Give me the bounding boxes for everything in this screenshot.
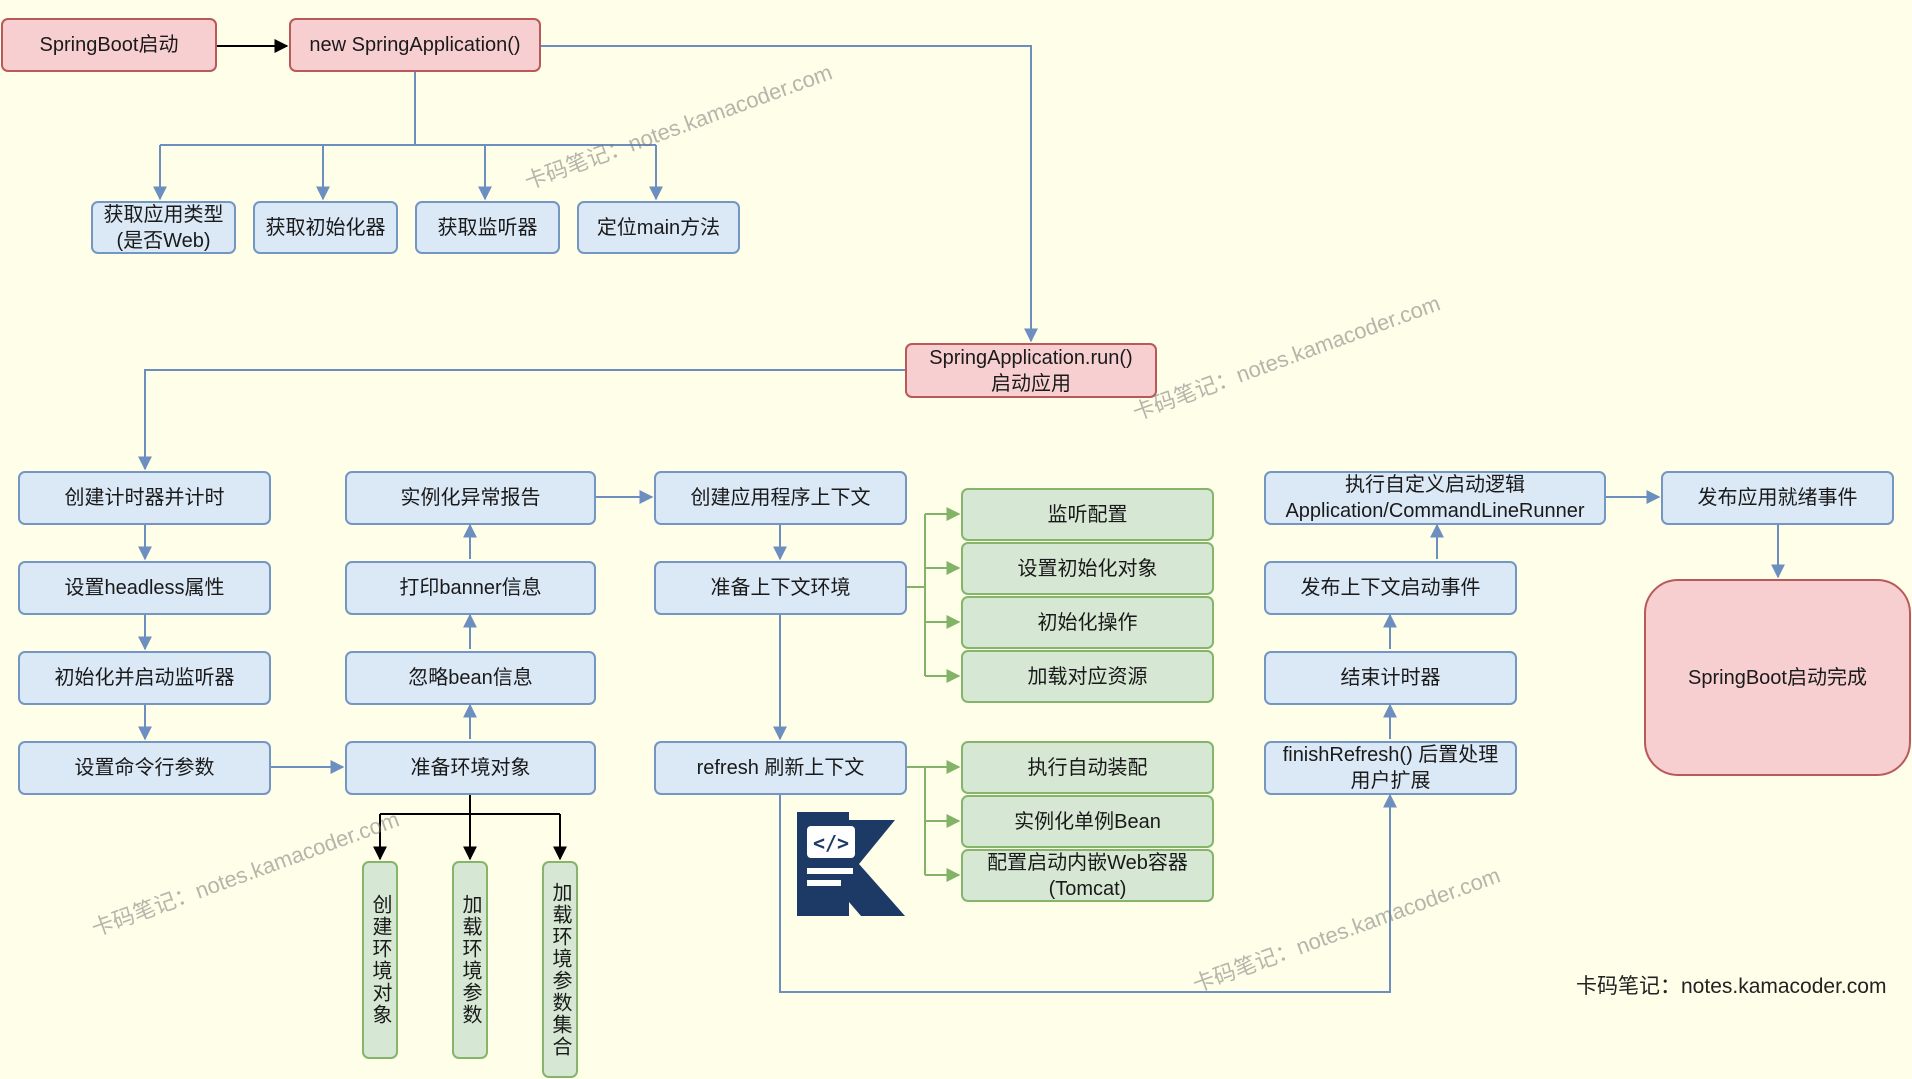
auto-config-node[interactable]: 执行自动装配 [961,741,1214,794]
edge-refresh-to-finish [779,793,1397,993]
listen-config-node[interactable]: 监听配置 [961,488,1214,541]
edge-new-branches [160,72,656,146]
svg-text:</>: </> [813,831,849,855]
create-context-node[interactable]: 创建应用程序上下文 [654,471,907,525]
footer-site-label: 卡码笔记：notes.kamacoder.com [1576,975,1887,998]
publish-started-node[interactable]: 发布上下文启动事件 [1264,561,1517,615]
set-init-obj-node[interactable]: 设置初始化对象 [961,542,1214,595]
create-env-obj-node[interactable]: 创建环境对象 [362,861,398,1059]
get-listeners-node[interactable]: 获取监听器 [415,201,560,254]
set-args-node[interactable]: 设置命令行参数 [18,741,271,795]
springapplication-run-node[interactable]: SpringApplication.run() 启动应用 [905,343,1157,398]
edge-refresh-branches [907,766,926,875]
edge-new-to-run [541,45,1038,343]
kamacoder-logo-icon: </> [797,812,905,916]
finish-refresh-node[interactable]: finishRefresh() 后置处理 用户扩展 [1264,741,1517,795]
edge-run-to-timer [138,369,905,471]
create-timer-node[interactable]: 创建计时器并计时 [18,471,271,525]
load-env-params-node[interactable]: 加载环境参数 [452,861,488,1059]
prepare-context-node[interactable]: 准备上下文环境 [654,561,907,615]
exception-report-node[interactable]: 实例化异常报告 [345,471,596,525]
get-initializers-node[interactable]: 获取初始化器 [253,201,398,254]
edge-env-branches [380,795,560,815]
publish-ready-node[interactable]: 发布应用就绪事件 [1661,471,1894,525]
instantiate-bean-node[interactable]: 实例化单例Bean [961,795,1214,848]
refresh-context-node[interactable]: refresh 刷新上下文 [654,741,907,795]
ignore-bean-node[interactable]: 忽略bean信息 [345,651,596,705]
locate-main-node[interactable]: 定位main方法 [577,201,740,254]
get-app-type-node[interactable]: 获取应用类型 (是否Web) [91,201,236,254]
load-resources-node[interactable]: 加载对应资源 [961,650,1214,703]
new-springapplication-node[interactable]: new SpringApplication() [289,18,541,72]
prepare-env-node[interactable]: 准备环境对象 [345,741,596,795]
end-timer-node[interactable]: 结束计时器 [1264,651,1517,705]
custom-runner-node[interactable]: 执行自定义启动逻辑 Application/CommandLineRunner [1264,471,1606,525]
embed-web-container-node[interactable]: 配置启动内嵌Web容器 (Tomcat) [961,849,1214,902]
init-listeners-node[interactable]: 初始化并启动监听器 [18,651,271,705]
springboot-done-node[interactable]: SpringBoot启动完成 [1644,579,1911,776]
print-banner-node[interactable]: 打印banner信息 [345,561,596,615]
load-env-param-set-node[interactable]: 加载环境参数集合 [542,861,578,1078]
edge-prepare-context-branches [907,514,926,676]
set-headless-node[interactable]: 设置headless属性 [18,561,271,615]
init-op-node[interactable]: 初始化操作 [961,596,1214,649]
springboot-start-node[interactable]: SpringBoot启动 [1,18,217,72]
